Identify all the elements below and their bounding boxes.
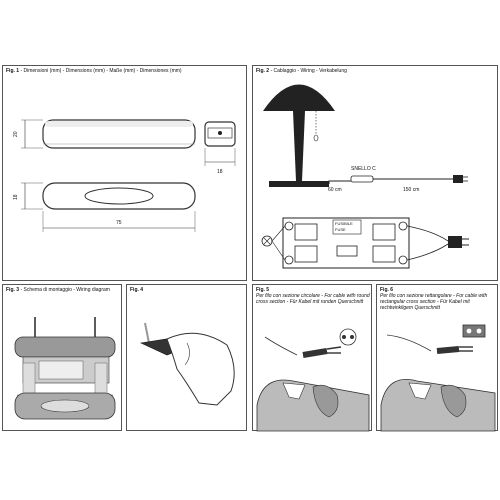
figure-2-wiring: Fig. 2 - Cablaggio - Wiring - Verkabelun… [252,65,498,281]
dim-side-label: 18 [217,169,223,175]
rect-cable-drawing [380,324,496,432]
figure-1-dimensions: Fig. 1 - Dimensioni (mm) - Dimensions (m… [2,65,247,281]
length-lamp-label: 60 cm [328,187,342,193]
round-cable-drawing [256,328,370,432]
screwdriver-drawing [139,322,235,406]
figure-2-caption: Fig. 2 - Cablaggio - Wiring - Verkabelun… [256,68,347,74]
wiring-drawing: SNELLO C 60 cm 150 cm FUSIBILE FUSE [261,84,469,269]
dimension-drawing: 20 18 18 75 [13,119,236,232]
length-plug-label: 150 cm [403,187,419,193]
dim-20-label: 20 [13,131,19,137]
dim-75-label: 75 [116,220,122,226]
figure-4-caption: Fig. 4 [130,287,144,293]
figure-3-mounting: Fig. 3 - Schema di montaggio - Wiring di… [2,284,122,431]
fuse-label-en: FUSE [335,227,346,232]
product-label: SNELLO C [351,166,376,172]
fuse-label-it: FUSIBILE [335,221,353,226]
figure-4-screwdriver: Fig. 4 [126,284,247,431]
dim-18-label: 18 [13,194,19,200]
mounting-drawing [14,317,116,420]
figure-3-caption: Fig. 3 - Schema di montaggio - Wiring di… [6,287,110,293]
figure-1-caption: Fig. 1 - Dimensioni (mm) - Dimensions (m… [6,68,182,74]
